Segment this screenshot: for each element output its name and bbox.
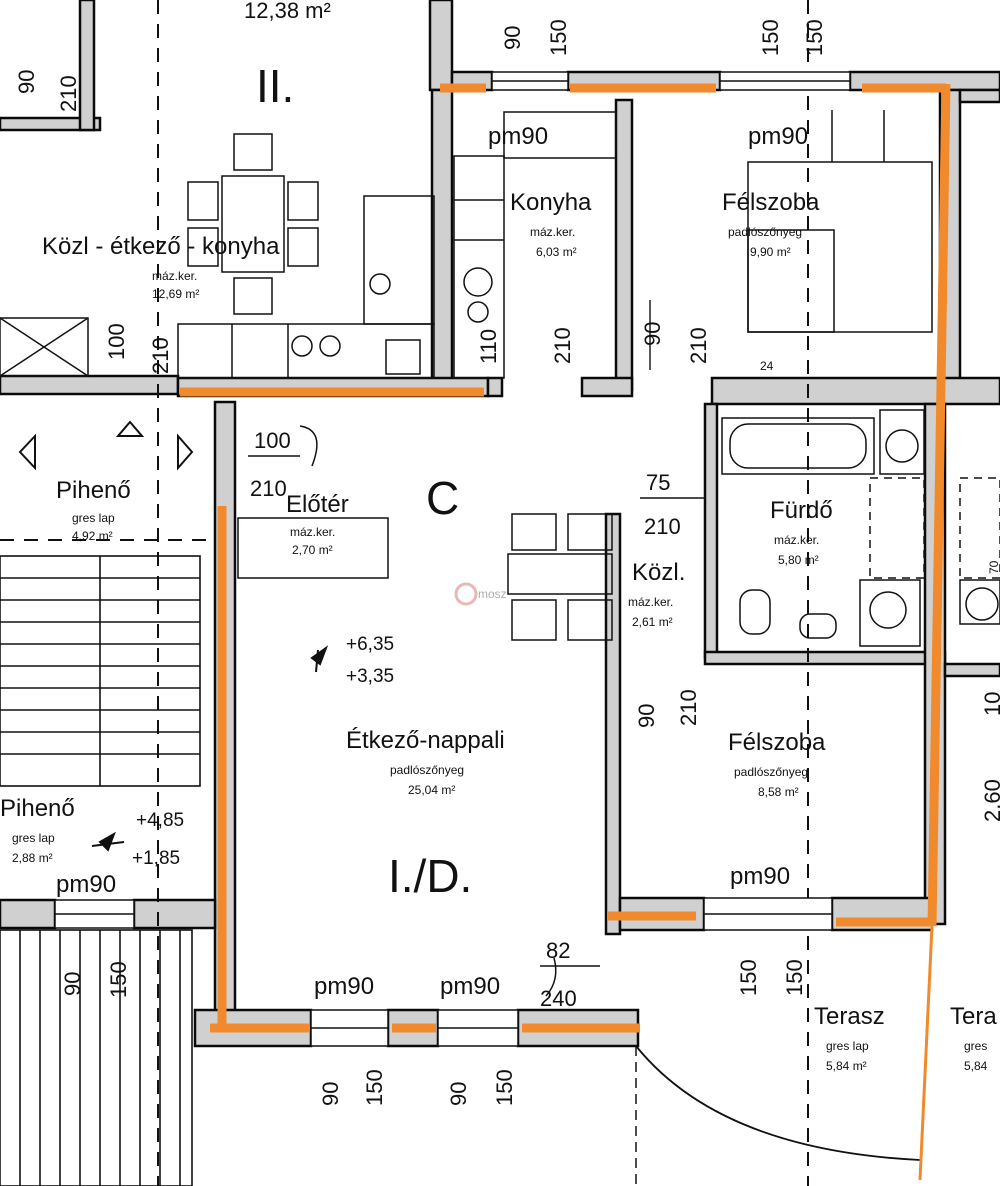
room-area-bathroom: 5,80 m² — [778, 553, 819, 567]
room-area-landing-top: 4,92 m² — [72, 529, 113, 543]
level-living-upper: +6,35 — [346, 634, 394, 655]
room-area-terrace-right: 5,84 — [964, 1059, 988, 1073]
dim-top-room-h: 150 — [802, 19, 827, 56]
unit-one-label: I./D. — [388, 850, 472, 902]
dim-room2-door-h: 210 — [676, 689, 701, 726]
dim-room2-win-w: 150 — [736, 959, 761, 996]
room-floor-corridor: máz.ker. — [628, 595, 673, 609]
room-floor-landing-top: gres lap — [72, 511, 115, 525]
room-floor-terrace-right: gres — [964, 1039, 987, 1053]
dim-room2-door-w: 90 — [634, 704, 659, 728]
furniture — [177, 110, 1000, 1186]
level-landing-upper: +4,85 — [136, 810, 184, 831]
dim-room2-win-h: 150 — [782, 959, 807, 996]
dim-door-left-w: 100 — [104, 323, 129, 360]
room-floor-terrace: gres lap — [826, 1039, 869, 1053]
room-area-terrace: 5,84 m² — [826, 1059, 867, 1073]
dim-landing-win-h: 150 — [106, 961, 131, 998]
room-name-landing-top: Pihenő — [56, 477, 131, 504]
room-area-kitchen: 6,03 m² — [536, 245, 577, 259]
room-floor-halfroom-bottom: padlószőnyeg — [734, 765, 808, 779]
dim-side-c: 70 — [987, 560, 1000, 574]
dim-landing-win-w: 90 — [60, 972, 85, 996]
room-floor-kitchen: máz.ker. — [530, 225, 575, 239]
dim-door-kitchen-h: 210 — [550, 327, 575, 364]
room-area-halfroom-bottom: 8,58 m² — [758, 785, 799, 799]
level-living-lower: +3,35 — [346, 666, 394, 687]
room-area-corridor: 2,61 m² — [632, 615, 673, 629]
room-name-halfroom-top: Félszoba — [722, 189, 820, 216]
room-area-hall: 2,70 m² — [292, 543, 333, 557]
dim-door-room-w: 90 — [640, 322, 665, 346]
dim-bath-num: 24 — [760, 359, 774, 373]
dim-bath-door-w: 75 — [646, 470, 670, 495]
window-label-halfroom-bottom: pm90 — [730, 863, 790, 890]
room-floor-landing-bottom: gres lap — [12, 831, 55, 845]
room-name-kitchen: Konyha — [510, 189, 592, 216]
window-label-halfroom-top: pm90 — [748, 123, 808, 150]
room-name-terrace-right: Tera — [950, 1003, 997, 1030]
dim-bottom-a-w: 90 — [318, 1082, 343, 1106]
room-floor-kitchen-dining: máz.ker. — [152, 269, 197, 283]
top-area-label: 12,38 m² — [244, 0, 331, 23]
dimension-labels: 90 150 150 150 90 210 100 210 110 210 90… — [14, 19, 1000, 1106]
dim-bottom-a-h: 150 — [362, 1069, 387, 1106]
unit-boundary — [180, 83, 951, 1181]
dim-left-h: 210 — [56, 75, 81, 112]
dim-bath-door-h: 210 — [644, 514, 681, 539]
dim-bottom-b-h: 150 — [492, 1069, 517, 1106]
dim-terrace-door-h: 240 — [540, 986, 577, 1011]
room-name-terrace: Terasz — [814, 1003, 885, 1030]
dim-hall-door-h: 210 — [250, 476, 287, 501]
dim-top-kitchen-h: 150 — [546, 19, 571, 56]
room-name-halfroom-bottom: Félszoba — [728, 729, 826, 756]
stair-c-label: C — [426, 472, 459, 524]
room-area-living: 25,04 m² — [408, 783, 455, 797]
room-area-halfroom-top: 9,90 m² — [750, 245, 791, 259]
dim-door-room-h: 210 — [686, 327, 711, 364]
room-floor-bathroom: máz.ker. — [774, 533, 819, 547]
window-label-living-left: pm90 — [314, 973, 374, 1000]
room-name-corridor: Közl. — [632, 559, 685, 586]
level-landing-lower: +1,85 — [132, 848, 180, 869]
walls — [0, 0, 1000, 1048]
dim-top-kitchen-w: 90 — [500, 26, 525, 50]
watermark-text: mosz — [478, 587, 507, 601]
watermark-logo: mosz — [454, 582, 507, 606]
room-floor-hall: máz.ker. — [290, 525, 335, 539]
dim-bottom-b-w: 90 — [446, 1082, 471, 1106]
stair-arrows — [18, 420, 194, 471]
room-area-kitchen-dining: 12,69 m² — [152, 287, 199, 301]
windows — [54, 71, 851, 1047]
unit-two-label: II. — [256, 60, 294, 112]
dim-hall-door-w: 100 — [254, 428, 291, 453]
room-name-living: Étkező-nappali — [346, 727, 505, 754]
dim-side-a: 10 — [980, 692, 1000, 716]
room-name-landing-bottom: Pihenő — [0, 795, 75, 822]
dim-side-b: 2,60 — [980, 779, 1000, 822]
dim-top-room-w: 150 — [758, 19, 783, 56]
dimension-underlines — [248, 300, 706, 967]
room-name-hall: Előtér — [286, 491, 349, 518]
axis-lines — [0, 0, 809, 1186]
dim-terrace-door-w: 82 — [546, 938, 570, 963]
shaft-box — [0, 317, 89, 377]
window-label-kitchen: pm90 — [488, 123, 548, 150]
dim-door-kitchen-w: 110 — [476, 329, 501, 364]
window-label-living-right: pm90 — [440, 973, 500, 1000]
room-floor-halfroom-top: padlószőnyeg — [728, 225, 802, 239]
level-marker-icons — [91, 645, 329, 852]
window-label-landing: pm90 — [56, 871, 116, 898]
room-floor-living: padlószőnyeg — [390, 763, 464, 777]
room-name-kitchen-dining: Közl - étkező - konyha — [42, 233, 280, 260]
dim-left-w: 90 — [14, 70, 39, 94]
staircase — [0, 555, 201, 1186]
room-name-bathroom: Fürdő — [770, 497, 833, 524]
room-area-landing-bottom: 2,88 m² — [12, 851, 53, 865]
dim-door-left-h: 210 — [148, 337, 173, 374]
